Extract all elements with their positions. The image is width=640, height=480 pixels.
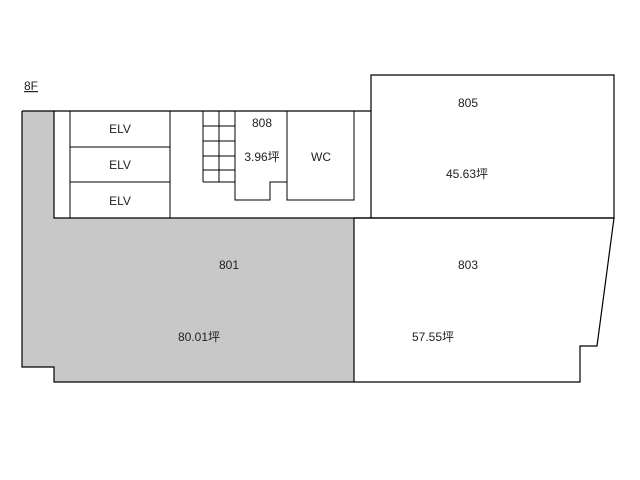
unit-801-outline bbox=[21, 111, 355, 383]
core-outline bbox=[22, 110, 372, 219]
unit-801-area: 80.01坪 bbox=[178, 330, 220, 344]
unit-803-number: 803 bbox=[458, 258, 478, 272]
unit-805-number: 805 bbox=[458, 96, 478, 110]
elevator-label-1: ELV bbox=[109, 122, 131, 136]
unit-801-area[interactable] bbox=[22, 111, 354, 382]
elevator-label-3: ELV bbox=[109, 194, 131, 208]
stairs bbox=[202, 111, 236, 183]
elevator-label-2: ELV bbox=[109, 158, 131, 172]
unit-805-area: 45.63坪 bbox=[446, 167, 488, 181]
unit-808-area: 3.96坪 bbox=[244, 150, 279, 164]
unit-808-number: 808 bbox=[252, 116, 272, 130]
unit-801-number: 801 bbox=[219, 258, 239, 272]
unit-808-walls bbox=[234, 181, 288, 201]
restroom-walls bbox=[286, 111, 355, 201]
unit-805-outline[interactable] bbox=[370, 74, 615, 219]
unit-803-area: 57.55坪 bbox=[412, 330, 454, 344]
elevator-shaft-3 bbox=[69, 181, 171, 219]
restroom-label: WC bbox=[311, 150, 331, 164]
unit-803-outline[interactable] bbox=[354, 217, 615, 383]
floor-label: 8F bbox=[24, 79, 38, 93]
